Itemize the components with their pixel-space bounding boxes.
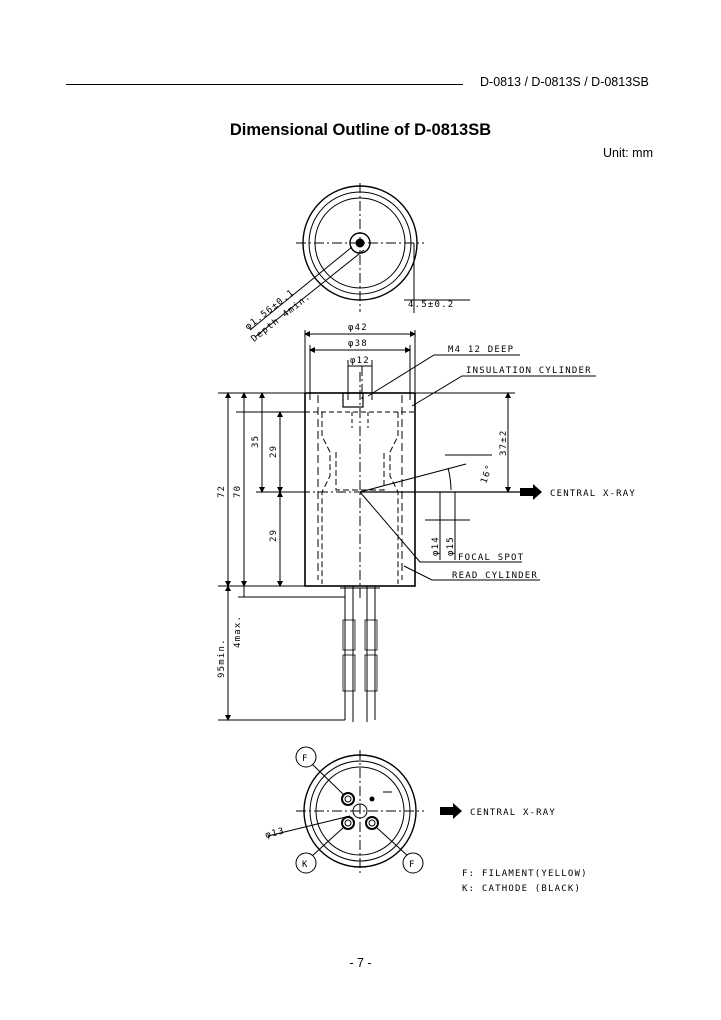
unit-label: Unit: mm [603, 146, 653, 160]
dim-37: 37±2 [499, 430, 509, 456]
header-rule [66, 84, 463, 85]
page-title: Dimensional Outline of D-0813SB [229, 121, 492, 139]
bottom-label-central-xray: CENTRAL X-RAY [470, 808, 556, 818]
label-insulation-cylinder: INSULATION CYLINDER [466, 366, 592, 376]
dim-angle: 16° [479, 463, 495, 485]
dim-70: 70 [233, 485, 243, 498]
dim-phi15: φ15 [446, 536, 456, 556]
bottom-central-xray-arrow [440, 803, 462, 819]
pin-k-marker [295, 852, 317, 874]
label-focal-spot: FOCAL SPOT [458, 553, 524, 563]
pin-f-bottom-label: F [409, 860, 416, 870]
central-xray-arrow [520, 484, 542, 500]
document-id: D-0813 / D-0813S / D-0813SB [480, 75, 649, 89]
label-read-cylinder: READ CYLINDER [452, 571, 538, 581]
dim-phi42: φ42 [348, 323, 368, 333]
dim-phi14: φ14 [431, 536, 441, 556]
dim-phi13: φ13 [264, 826, 286, 841]
label-m4-deep: M4 12 DEEP [448, 345, 514, 355]
dim-4-max: 4max. [233, 615, 243, 648]
pin-f-top-marker [295, 746, 317, 768]
pin-f-top-label: F [302, 754, 309, 764]
label-central-xray: CENTRAL X-RAY [550, 489, 636, 499]
pin-k-label: K [302, 860, 309, 870]
dim-offset: 4.5±0.2 [408, 300, 454, 310]
dim-29-bottom: 29 [269, 529, 279, 542]
dim-95-min: 95min. [217, 638, 227, 678]
bottom-view [267, 750, 424, 876]
dim-29-top: 29 [269, 445, 279, 458]
legend-cathode: K: CATHODE (BLACK) [462, 884, 581, 894]
top-view [249, 183, 470, 338]
dim-phi38: φ38 [348, 339, 368, 349]
page-number: - 7 - [349, 956, 372, 970]
pin-f-bottom-marker [402, 852, 424, 874]
dim-phi12: φ12 [350, 356, 370, 366]
side-view [218, 330, 596, 722]
dim-72: 72 [217, 485, 227, 498]
legend-filament: F: FILAMENT(YELLOW) [462, 869, 588, 879]
dim-35: 35 [251, 435, 261, 448]
